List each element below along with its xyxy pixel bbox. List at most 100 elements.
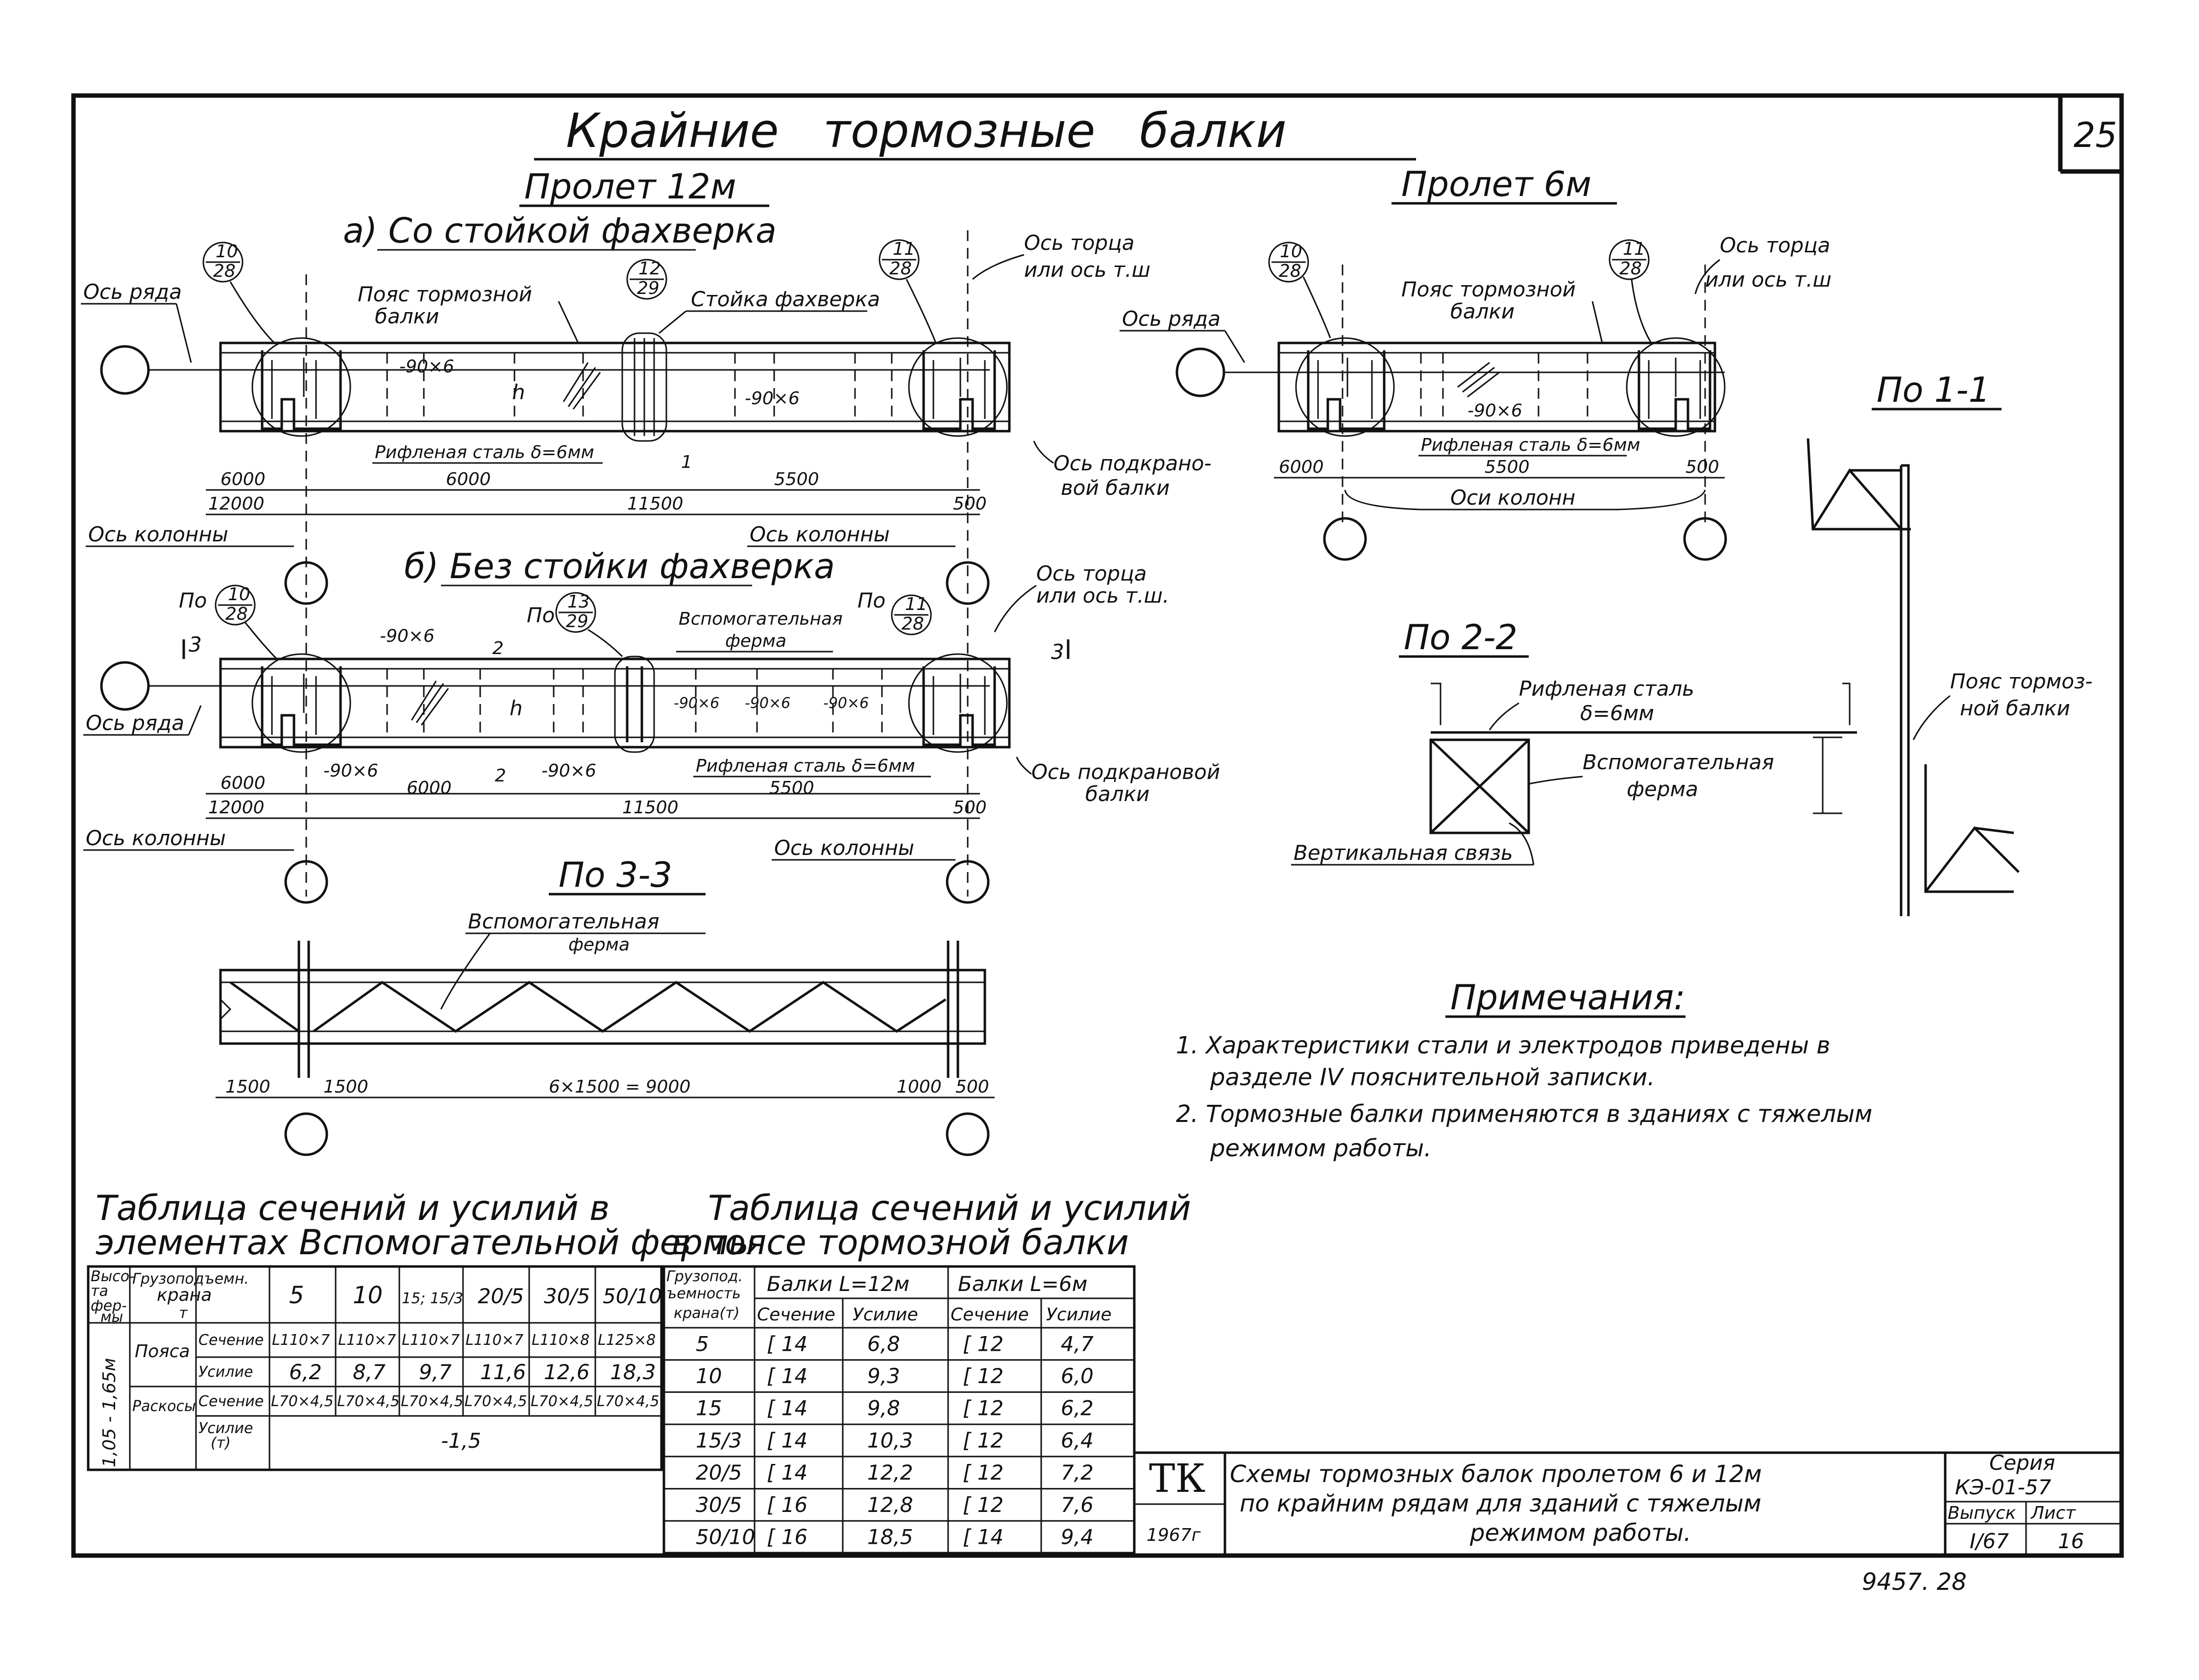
aux-truss-elevation (219, 969, 986, 1045)
variant-b-label: б) Без стойки фахверка (404, 546, 835, 586)
belt-row-section-12: [ 16 (767, 1493, 807, 1517)
facade-post-leader (659, 310, 686, 334)
belt-row-section-6: [ 14 (963, 1525, 1003, 1549)
truss-table-brace-sections: L70×4,5 L70×4,5 L70×4,5 L70×4,5 L70×4,5 … (271, 1393, 660, 1410)
column-section-left-b (261, 666, 342, 746)
stamp-sheet-label: Лист (2030, 1503, 2076, 1523)
truss-table-caption-1: Таблица сечений и усилий в (96, 1188, 610, 1228)
belt-row-section-12: [ 14 (767, 1396, 807, 1420)
stamp-year: 1967г (1147, 1525, 1201, 1545)
belt-row-capacity: 20/5 (696, 1461, 742, 1485)
callout-11-28-b (891, 594, 932, 635)
belt-section-cell: L110×7 (465, 1332, 523, 1349)
callout-13-29-bottom: 29 (566, 611, 588, 632)
belt-row-force-12: 12,2 (867, 1461, 913, 1485)
span6-callout-11-28-leader (1631, 279, 1652, 343)
facade-post-section (634, 338, 655, 436)
callout-b-left-prefix: По (179, 588, 207, 612)
crane-beam-axis-leader-a (1033, 440, 1054, 464)
belt-row-section-12: [ 16 (767, 1525, 807, 1549)
section-cut-3-left: 3 (189, 633, 202, 657)
belt-section-cell: L110×7 (402, 1332, 460, 1349)
note-line-2: разделе IV пояснительной записки. (1210, 1064, 1655, 1091)
sheet-number: 25 (2074, 115, 2117, 155)
callout-10-28-a-leader (229, 281, 275, 344)
beam-belt-label-a-1: Пояс тормозной (358, 282, 532, 306)
section-1-1-belt-1: Пояс тормоз- (1950, 669, 2093, 693)
belt-row-capacity: 5 (696, 1332, 709, 1356)
crane-beam-axis-label-a-1: Ось подкрано- (1053, 451, 1212, 475)
span6-beam-belt-2: балки (1450, 299, 1515, 323)
callout-10-28-a (202, 242, 244, 283)
span6-end-axis-1: Ось торца (1720, 233, 1830, 257)
hatch-a (562, 362, 601, 410)
stamp-issue-label: Выпуск (1948, 1503, 2016, 1523)
truss-table-belts: Пояса (135, 1341, 190, 1362)
dim-3-3-1500b: 1500 (323, 1077, 368, 1097)
belt-section-cell: L110×8 (532, 1332, 589, 1349)
note-line-4: режимом работы. (1210, 1135, 1431, 1162)
plate-label-b4: -90×6 (674, 695, 719, 712)
truss-table-belt-forces: 6,2 8,7 9,7 11,6 12,6 18,3 (289, 1360, 656, 1384)
belt-row-section-6: [ 12 (963, 1461, 1003, 1485)
dim-a-5500: 5500 (774, 469, 819, 489)
belt-table-h-cap-2: ъемность (666, 1285, 741, 1302)
column-section-right-a (922, 350, 996, 430)
brace-section-cell: L70×4,5 (464, 1393, 527, 1410)
crane-beam-axis-label-a-2: вой балки (1061, 476, 1170, 500)
crane-beam-axis-label-b-1: Ось подкрановой (1031, 760, 1220, 784)
belt-row-force-6: 9,4 (1061, 1525, 1094, 1549)
truss-table-force-1: Усилие (198, 1363, 253, 1381)
section-2-2-corrugated-1: Рифленая сталь (1519, 677, 1694, 701)
section-2-2-corrugated-leader (1489, 702, 1519, 730)
callout-10-28-b-top: 10 (228, 584, 250, 605)
truss-table-cap-3: 15; 15/3 (402, 1290, 463, 1307)
callout-13-29-leader (587, 629, 623, 657)
hatch-b (411, 681, 449, 726)
truss-table: Высо- та фер- мы Грузоподъемн. крана т 5… (87, 1265, 663, 1471)
span6-dim-6000: 6000 (1279, 457, 1324, 477)
belt-row-capacity: 15 (696, 1396, 722, 1420)
stamp-sheet: 16 (2058, 1529, 2084, 1553)
section-1-1-heading: По 1-1 (1877, 370, 1990, 410)
row-axis-marker-b (100, 661, 150, 711)
belt-row-force-6: 7,2 (1061, 1461, 1094, 1485)
stamp-title-3: режимом работы. (1469, 1519, 1691, 1547)
dim-3-3-9000: 6×1500 = 9000 (549, 1077, 690, 1097)
section-2-2-vertical-brace: Вертикальная связь (1294, 841, 1513, 865)
dim-b-11500: 11500 (622, 798, 679, 818)
dim-a-6000: 6000 (446, 469, 491, 489)
column-section-left-b-inner (271, 674, 317, 735)
callout-12-29-bottom: 29 (637, 278, 660, 298)
facade-post-outline (621, 332, 667, 442)
column-axis-label-b-left: Ось колонны (86, 826, 226, 850)
section-2-2-truss-label-1: Вспомогательная (1583, 750, 1774, 774)
truss-table-belt-sections: L110×7 L110×7 L110×7 L110×7 L110×8 L125×… (272, 1332, 656, 1349)
span6-beam-belt-1: Пояс тормозной (1401, 277, 1576, 301)
callout-13-29-top: 13 (567, 592, 590, 612)
dim-b-6000: 6000 (407, 778, 452, 798)
callout-12-29 (626, 259, 667, 300)
plate-label-a2: -90×6 (745, 389, 800, 409)
plate-label-a1: -90×6 (399, 357, 454, 377)
truss-table-cap-6: 50/10 (603, 1284, 662, 1308)
end-axis-leader-a (972, 254, 1025, 280)
section-2-2-truss-leader (1528, 776, 1583, 785)
callout-11-28-b-bottom: 28 (902, 614, 924, 634)
callout-11-28-a (879, 239, 920, 280)
brace-force-cell: -1,5 (441, 1429, 481, 1453)
variant-a-label: а) Со стойкой фахверка (343, 211, 777, 251)
dim-a-500: 500 (953, 494, 987, 514)
section-2-2-heading: По 2-2 (1404, 617, 1517, 657)
column-axis-marker-b-left (284, 860, 328, 904)
belt-row-capacity: 10 (696, 1364, 722, 1388)
dim-a-12000: 12000 (208, 494, 265, 514)
belt-force-cell: 18,3 (610, 1360, 656, 1384)
span6-callout-10-28 (1268, 242, 1309, 283)
crane-beam-axis-label-b-2: балки (1085, 782, 1149, 806)
dim-a-11500: 11500 (627, 494, 684, 514)
belt-table-h-force-12: Усилие (853, 1305, 918, 1325)
belt-table-h-L6: Балки L=6м (958, 1272, 1087, 1296)
